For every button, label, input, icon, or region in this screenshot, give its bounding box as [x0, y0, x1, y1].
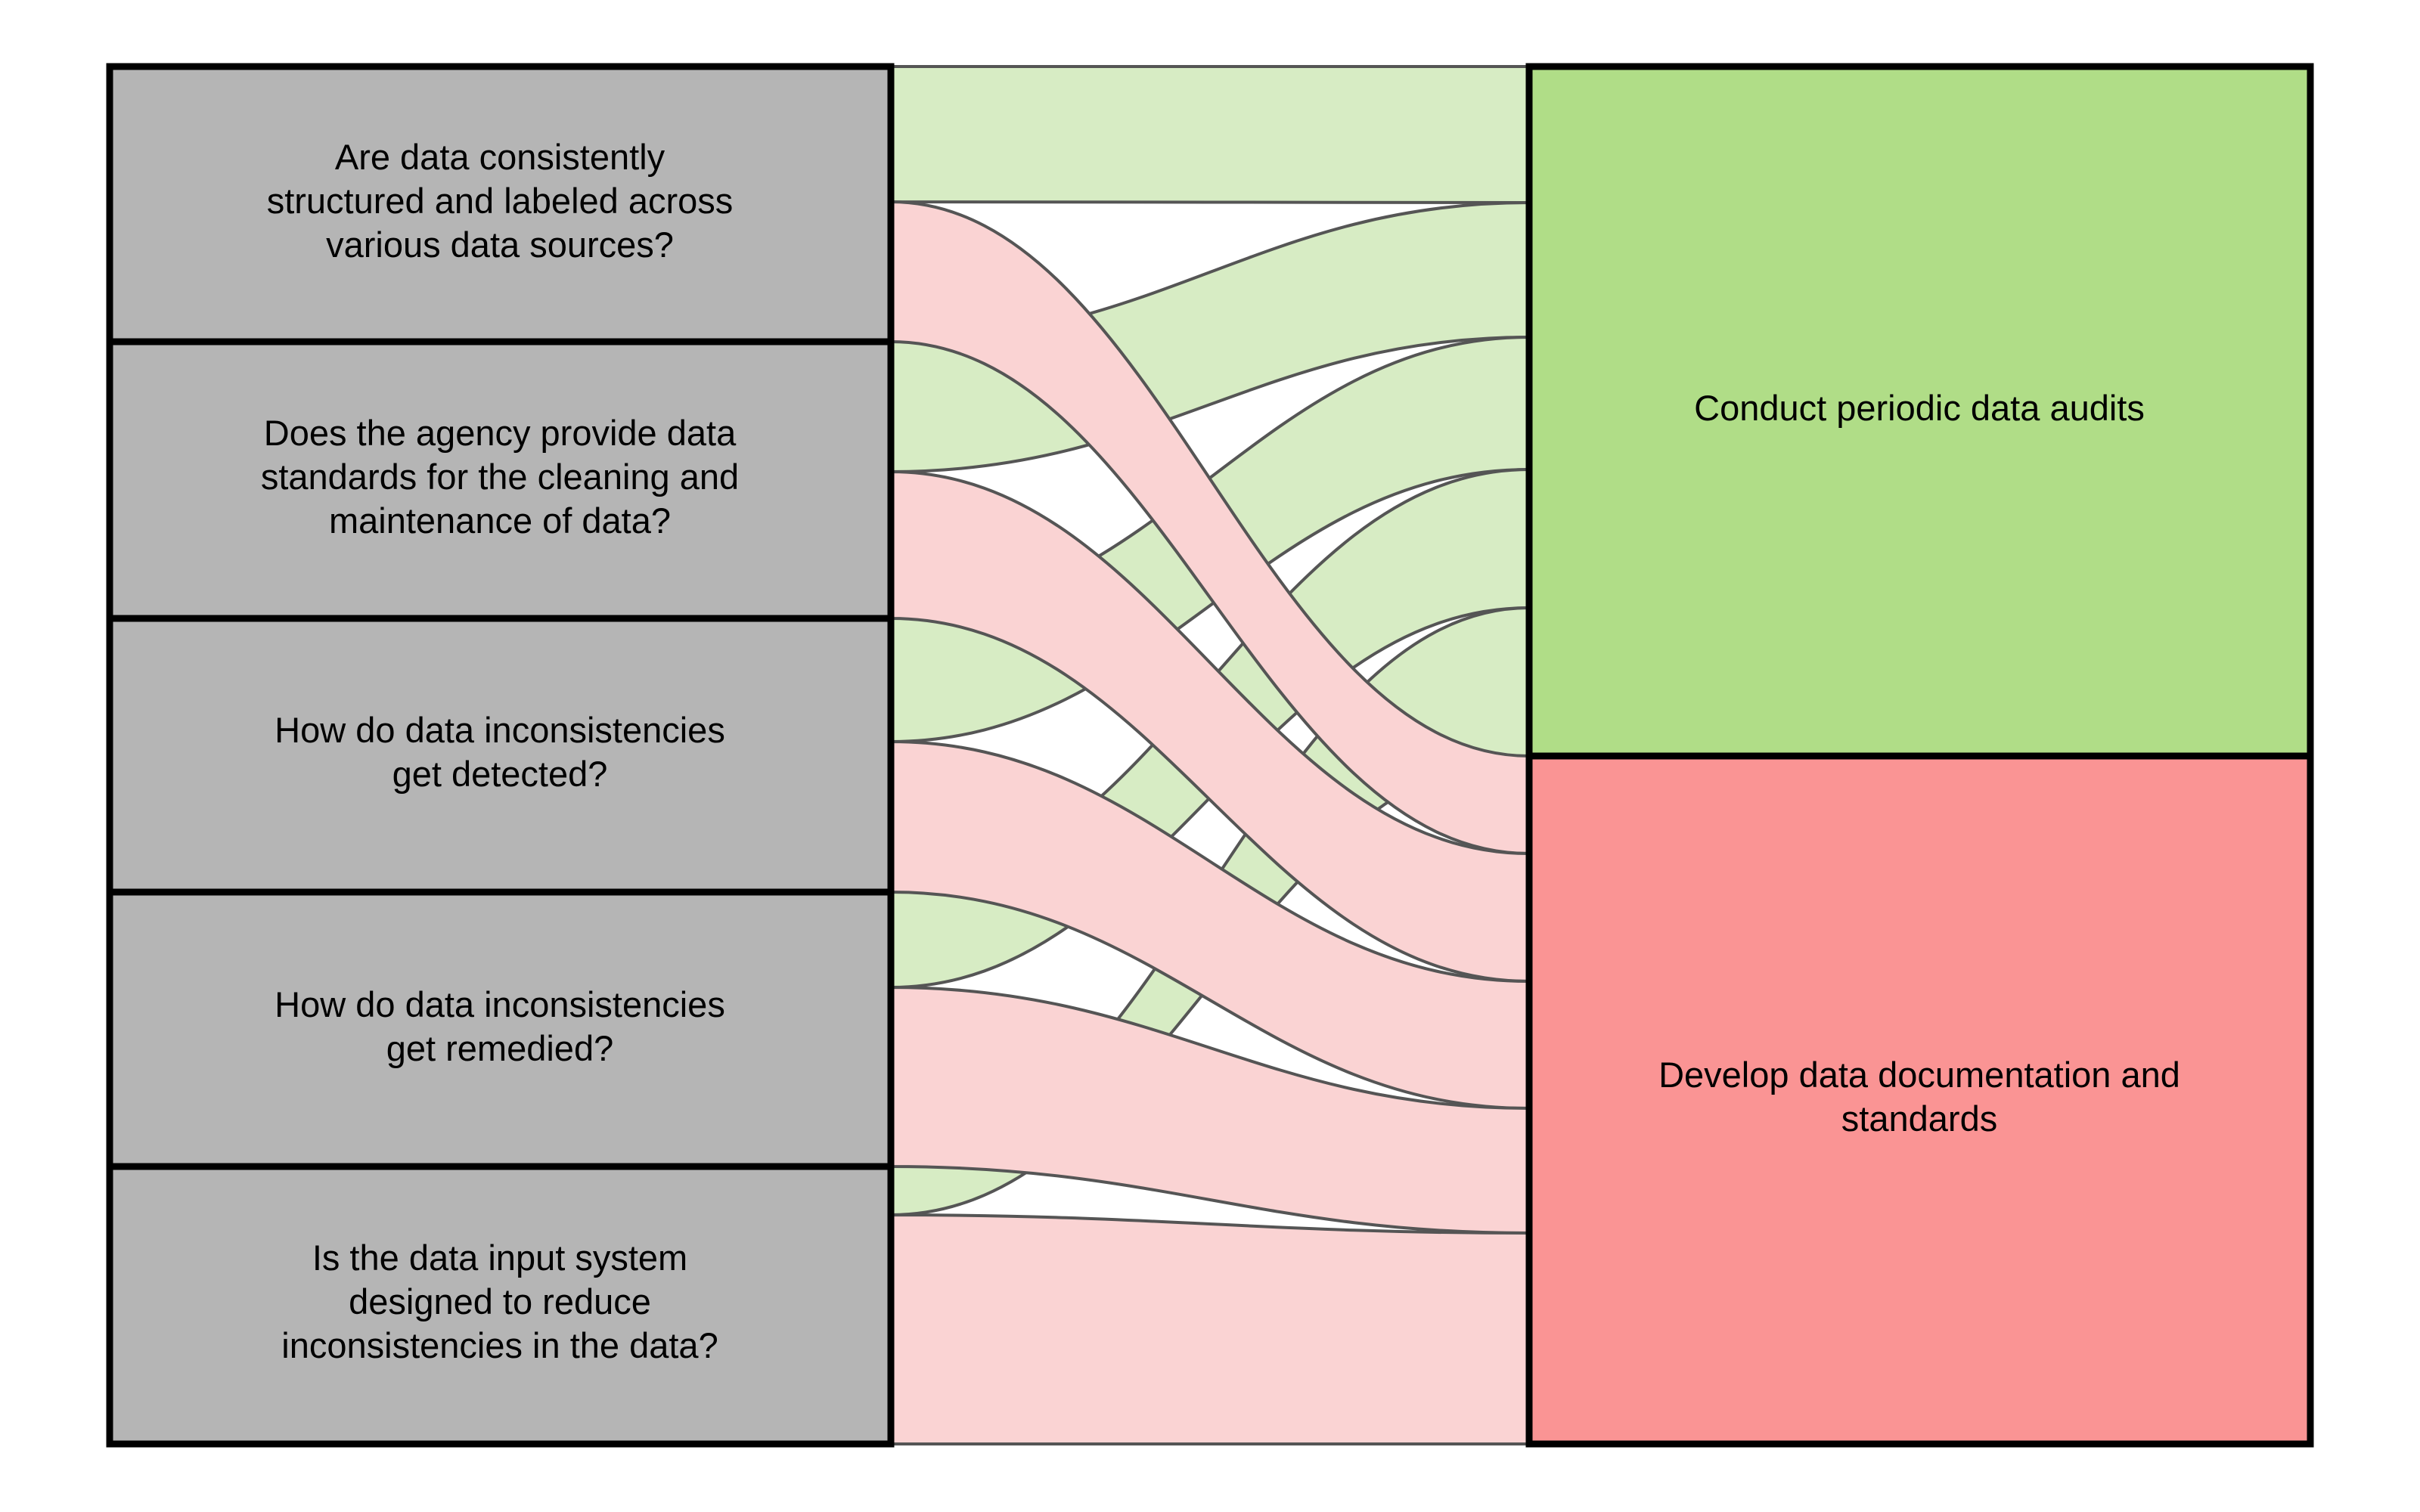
links-group	[889, 64, 1531, 1446]
sankey-node-q5[interactable]	[106, 1163, 895, 1448]
sankey-link	[889, 64, 1531, 205]
nodes-group	[106, 63, 2314, 1448]
sankey-link	[889, 1213, 1531, 1446]
sankey-node-t2[interactable]	[1525, 752, 2314, 1448]
sankey-node-q4[interactable]	[106, 888, 895, 1170]
sankey-node-t1[interactable]	[1525, 63, 2314, 760]
node-label-t1: Conduct periodic data audits	[1694, 388, 2145, 428]
